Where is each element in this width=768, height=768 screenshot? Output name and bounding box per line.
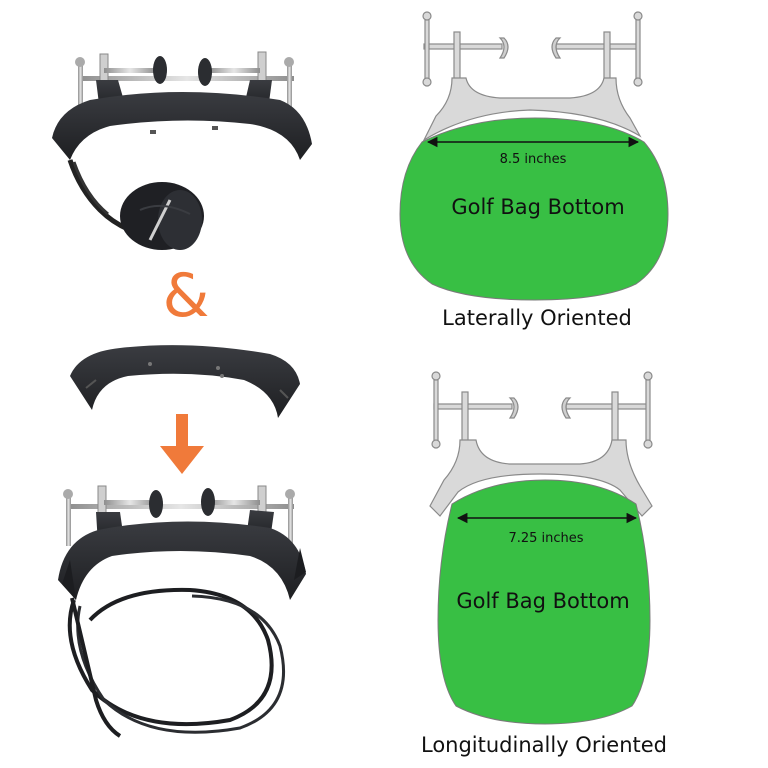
bag-label-longitudinal: Golf Bag Bottom [456, 589, 629, 613]
longitudinal-diagram: 7.25 inches Golf Bag Bottom [429, 371, 653, 725]
caption-lateral: Laterally Oriented [442, 306, 632, 330]
measurement-longitudinal: 7.25 inches [508, 531, 583, 546]
mount-frame-top [422, 11, 643, 142]
ampersand: & [163, 261, 210, 331]
caption-longitudinal: Longitudinally Oriented [420, 733, 668, 757]
lateral-diagram: 8.5 inches Golf Bag Bottom [399, 11, 669, 301]
measurement-lateral: 8.5 inches [500, 152, 567, 167]
crossbar [80, 76, 294, 81]
down-arrow-icon [160, 414, 204, 474]
mount-with-strap-photo [52, 51, 312, 250]
mount-frame-bottom [429, 371, 653, 517]
bag-label-lateral: Golf Bag Bottom [451, 195, 624, 219]
assembled-mount-photo [58, 485, 306, 738]
golf-bag-bottom-lateral [399, 117, 669, 301]
golf-bag-bottom-longitudinal [437, 479, 651, 725]
adapter-piece-photo [70, 345, 300, 418]
